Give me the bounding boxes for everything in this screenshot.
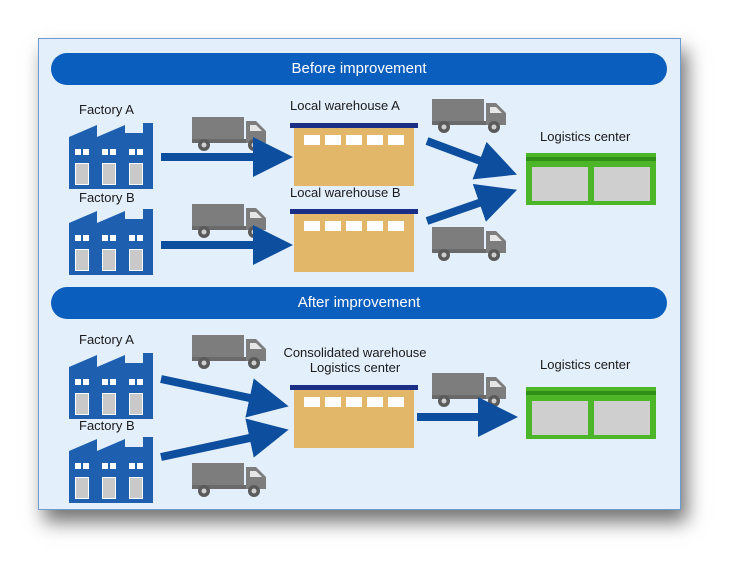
warehouse-icon (290, 209, 418, 272)
truck-icon (192, 335, 266, 369)
factory-b-label: Factory B (79, 418, 135, 433)
consolidated-warehouse-line1: Consolidated warehouse (283, 345, 427, 360)
truck-icon (432, 373, 506, 407)
factory-icon (69, 209, 153, 275)
warehouse-b-label: Local warehouse B (290, 185, 401, 200)
factory-icon (69, 123, 153, 189)
warehouse-a-label: Local warehouse A (290, 98, 400, 113)
consolidated-warehouse-label: Consolidated warehouse Logistics center (265, 345, 445, 375)
factory-icon (69, 353, 153, 419)
before-banner: Before improvement (51, 53, 667, 85)
diagram-art (69, 99, 656, 503)
warehouse-icon (290, 385, 418, 448)
factory-a-label: Factory A (79, 102, 134, 117)
factory-icon (69, 437, 153, 503)
truck-icon (432, 99, 506, 133)
warehouse-icon (290, 123, 418, 186)
factory-a-label: Factory A (79, 332, 134, 347)
factory-b-label: Factory B (79, 190, 135, 205)
logistics-center-icon (526, 153, 656, 205)
logistics-center-icon (526, 387, 656, 439)
diagram-card: Before improvement After improvement (38, 38, 681, 510)
truck-icon (192, 463, 266, 497)
truck-icon (432, 227, 506, 261)
consolidated-warehouse-line2: Logistics center (309, 360, 401, 375)
truck-icon (192, 117, 266, 151)
truck-icon (192, 204, 266, 238)
logistics-center-label: Logistics center (540, 357, 631, 372)
after-banner: After improvement (51, 287, 667, 319)
logistics-center-label: Logistics center (540, 129, 631, 144)
